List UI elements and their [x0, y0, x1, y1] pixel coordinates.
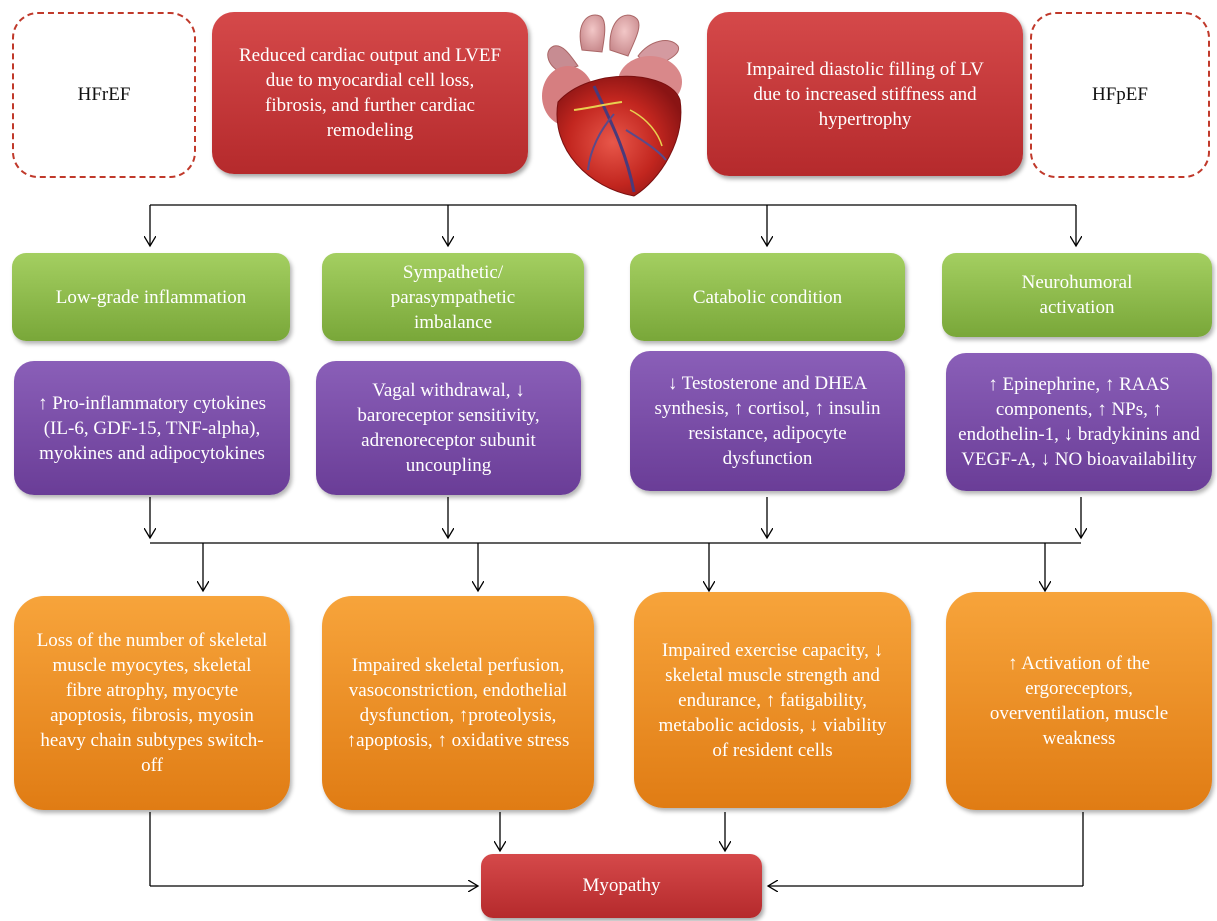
mediator-text: Vagal withdrawal, ↓ baroreceptor sensiti… [357, 380, 540, 476]
hfpef-label-box: HFpEF [1030, 12, 1210, 178]
mediator-text: ↑ Pro-inflammatory cytokines (IL-6, GDF-… [38, 392, 266, 464]
hfpef-label: HFpEF [1092, 84, 1148, 105]
effect-myocyte-loss: Loss of the number of skeletal muscle my… [14, 596, 290, 810]
hfref-mechanism: Reduced cardiac output and LVEF due to m… [238, 45, 502, 141]
category-label: Sympathetic/ parasympathetic imbalance [390, 261, 516, 333]
hfpef-mechanism-box: Impaired diastolic filling of LV due to … [707, 12, 1023, 176]
myopathy-box: Myopathy [481, 854, 762, 918]
hfpef-mechanism: Impaired diastolic filling of LV due to … [746, 58, 984, 130]
mediator-imbalance: Vagal withdrawal, ↓ baroreceptor sensiti… [316, 361, 581, 495]
hfref-label: HFrEF [77, 84, 131, 105]
hfref-mechanism-box: Reduced cardiac output and LVEF due to m… [212, 12, 528, 174]
effect-exercise-capacity: Impaired exercise capacity, ↓ skeletal m… [634, 592, 911, 808]
hfref-label-box: HFrEF [12, 12, 196, 178]
myopathy-label: Myopathy [582, 875, 661, 896]
effect-text: Loss of the number of skeletal muscle my… [36, 630, 268, 776]
category-label: Low-grade inflammation [55, 286, 247, 308]
effect-text: Impaired exercise capacity, ↓ skeletal m… [658, 639, 887, 761]
effect-text: Impaired skeletal perfusion, vasoconstri… [346, 655, 570, 751]
category-imbalance: Sympathetic/ parasympathetic imbalance [322, 253, 584, 341]
mediator-inflammation: ↑ Pro-inflammatory cytokines (IL-6, GDF-… [14, 361, 290, 495]
effect-perfusion: Impaired skeletal perfusion, vasoconstri… [322, 596, 594, 810]
mediator-neurohumoral: ↑ Epinephrine, ↑ RAAS components, ↑ NPs,… [946, 353, 1212, 491]
category-label: Catabolic condition [692, 286, 843, 308]
category-catabolic: Catabolic condition [630, 253, 905, 341]
mediator-catabolic: ↓ Testosterone and DHEA synthesis, ↑ cor… [630, 351, 905, 491]
mediator-text: ↑ Epinephrine, ↑ RAAS components, ↑ NPs,… [958, 374, 1200, 470]
category-label: Neurohumoral activation [1021, 272, 1133, 318]
effect-ergoreceptors: ↑ Activation of the ergoreceptors, overv… [946, 592, 1212, 810]
category-inflammation: Low-grade inflammation [12, 253, 290, 341]
category-neurohumoral: Neurohumoral activation [942, 253, 1212, 337]
heart-illustration [542, 14, 682, 197]
effect-text: ↑ Activation of the ergoreceptors, overv… [989, 653, 1169, 749]
mediator-text: ↓ Testosterone and DHEA synthesis, ↑ cor… [654, 373, 881, 469]
